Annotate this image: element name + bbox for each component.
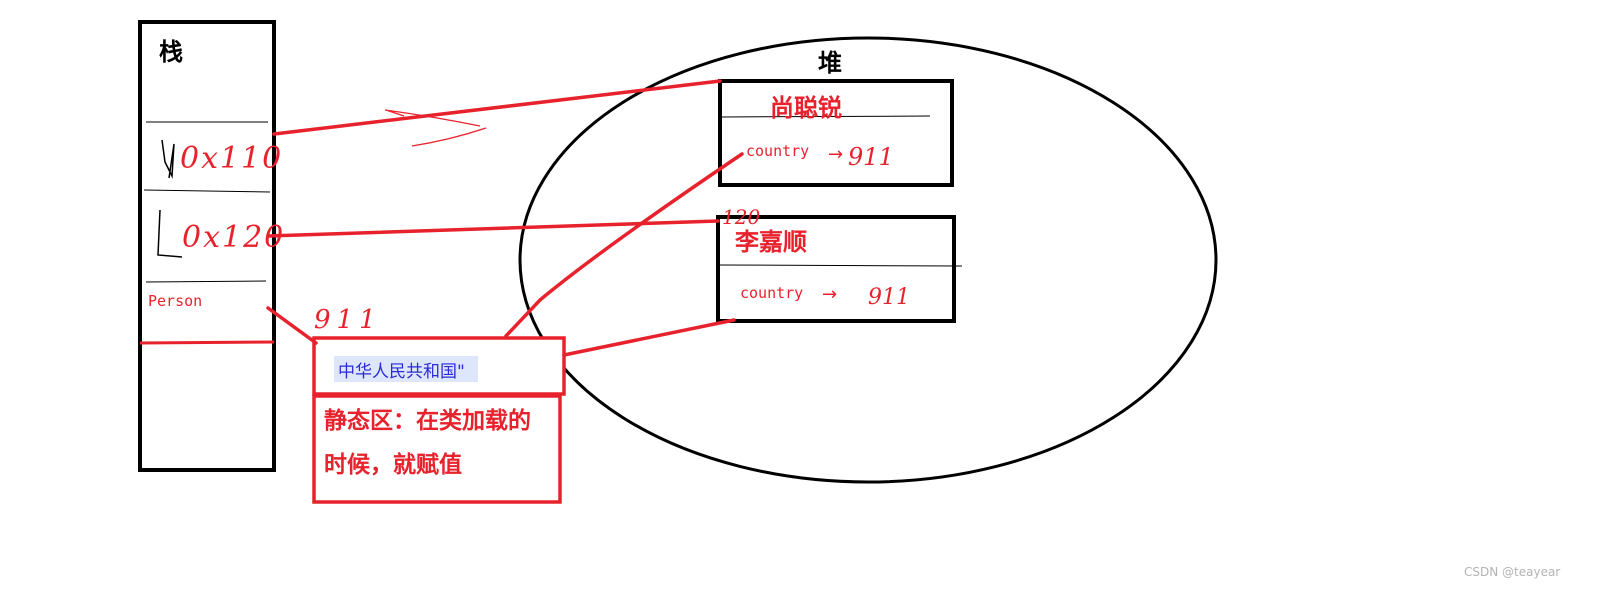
heap-object-value: 911 xyxy=(848,143,894,171)
stack-slot-divider xyxy=(145,280,267,283)
stack-static-divider xyxy=(139,340,275,345)
stack-slot-bracket xyxy=(161,139,175,179)
static-description-line-2: 时候，就赋值 xyxy=(324,451,462,478)
stack-slot-2-value: 0x120 xyxy=(182,220,285,255)
reference-line-object2-country-to-static xyxy=(562,318,736,357)
heap-object-divider xyxy=(717,264,963,267)
static-description-box xyxy=(312,394,562,504)
heap-object-field: country xyxy=(746,142,809,160)
static-value-box xyxy=(312,336,566,396)
heap-object-arrow: → xyxy=(828,144,843,165)
heap-address-annotation: 120 xyxy=(722,205,760,229)
static-value-text: 中华人民共和国" xyxy=(338,362,465,382)
heap-object-arrow: → xyxy=(822,284,837,305)
heap-object: 李嘉顺 country → 911 xyxy=(716,215,963,323)
watermark: CSDN @teayear xyxy=(1464,565,1560,579)
heap-object: 尚聪锐 country → 911 xyxy=(718,79,954,187)
heap-object-field: country xyxy=(740,284,803,302)
reference-line-person-to-static xyxy=(266,306,318,345)
static-area: 中华人民共和国" 静态区：在类加载的 时候，就赋值 911 xyxy=(312,305,566,504)
heap-object-divider xyxy=(721,115,931,118)
reference-lines xyxy=(266,79,744,357)
heap-ellipse xyxy=(518,36,1218,484)
heap-title: 堆 xyxy=(818,49,842,77)
heap-object-box xyxy=(716,215,956,323)
stack-slot-divider xyxy=(143,189,271,193)
stack-title: 栈 xyxy=(159,38,183,66)
stack-slot-1-value: 0x110 xyxy=(180,141,283,176)
reference-line-stack2-to-object2 xyxy=(266,219,720,238)
stack-box xyxy=(138,20,276,472)
heap-area: 堆 尚聪锐 country → 911 李嘉顺 country → 911 12… xyxy=(518,36,1218,484)
stack-area: 栈 0x110 0x120 Person xyxy=(138,20,285,472)
heap-object-box xyxy=(718,79,954,187)
static-value-highlight xyxy=(334,356,478,382)
sketch-arrow xyxy=(384,109,487,147)
static-description-line-1: 静态区：在类加载的 xyxy=(324,407,531,434)
reference-line-stack1-to-object1 xyxy=(272,79,722,136)
static-address-annotation: 911 xyxy=(314,305,382,335)
stack-slot-bracket xyxy=(157,209,183,258)
heap-object-name: 尚聪锐 xyxy=(770,94,842,122)
stack-slot-3-label: Person xyxy=(148,292,202,310)
heap-object-value: 911 xyxy=(868,285,910,310)
heap-object-name: 李嘉顺 xyxy=(735,228,807,256)
reference-line-object1-country-to-static xyxy=(504,152,744,338)
